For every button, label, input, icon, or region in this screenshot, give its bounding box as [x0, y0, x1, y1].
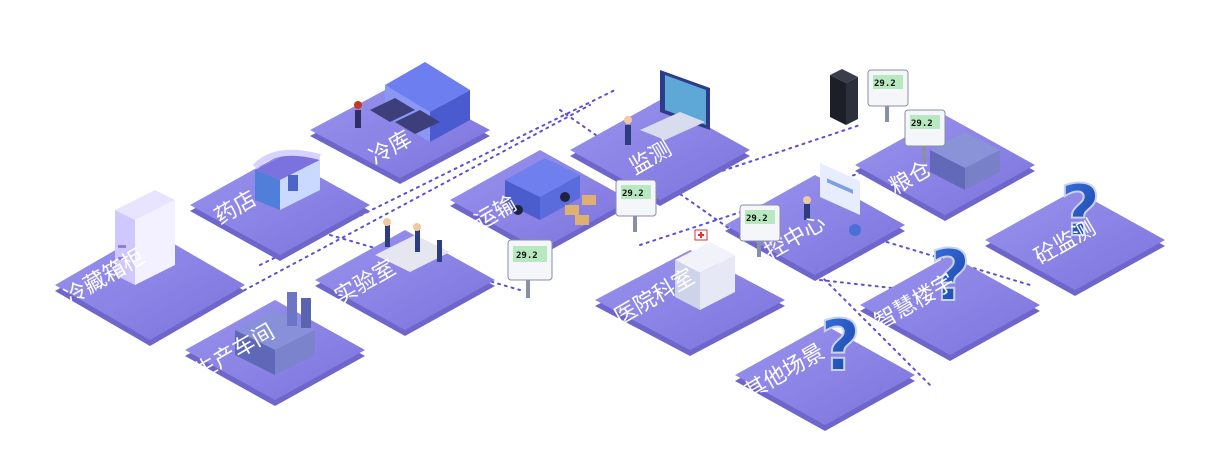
truck-icon — [505, 158, 580, 220]
tile-surface — [315, 230, 495, 330]
question-mark-icon: ? — [930, 235, 971, 317]
monitor-reading: 29.2 — [911, 119, 933, 129]
monitor-reading: 29.2 — [622, 189, 644, 199]
store-icon — [252, 149, 321, 210]
question-mark-icon: ? — [1060, 170, 1101, 252]
tile-cold-warehouse[interactable]: 冷库 — [310, 62, 490, 184]
tile-smart-building[interactable]: ? 智慧楼宇 — [860, 234, 1040, 361]
server-icon — [830, 69, 858, 125]
tile-surface — [860, 255, 1040, 355]
tile-surface — [985, 190, 1165, 290]
monitor-reading: 29.2 — [516, 251, 538, 261]
temperature-monitor: 29.2 — [867, 69, 909, 122]
boxes-icon — [565, 195, 596, 225]
temperature-monitor: 29.2 — [904, 109, 946, 162]
temperature-monitor: 29.2 — [615, 179, 657, 232]
hospital-icon — [675, 229, 735, 310]
temperature-monitor: 29.2 — [507, 239, 553, 298]
tile-other-scenes[interactable]: ? 其他场景 — [735, 304, 915, 431]
tile-concrete-monitoring[interactable]: ? 砼监测 — [985, 169, 1165, 296]
question-mark-icon: ? — [820, 305, 861, 387]
temperature-monitor: 29.2 — [739, 204, 781, 257]
factory-icon — [235, 292, 315, 375]
granary-icon — [930, 132, 1000, 190]
tile-pharmacy[interactable]: 药店 — [190, 149, 370, 261]
warehouse-icon — [370, 62, 470, 142]
tile-production-workshop[interactable]: 生产车间 — [185, 292, 365, 406]
refrigerator-icon — [115, 190, 175, 285]
person-icon — [624, 116, 632, 145]
computer-icon — [640, 70, 710, 140]
monitor-reading: 29.2 — [746, 214, 768, 224]
lab-icon — [375, 218, 450, 272]
tile-transport[interactable]: 运输 — [450, 150, 630, 256]
tile-laboratory[interactable]: 实验室 — [315, 218, 495, 336]
monitor-reading: 29.2 — [874, 79, 896, 89]
tile-hospital-department[interactable]: 医院科室 — [595, 229, 785, 356]
tile-surface — [735, 325, 915, 425]
worker-icon — [354, 101, 362, 128]
tile-granary[interactable]: 粮仓 — [855, 115, 1035, 221]
tile-monitoring[interactable]: 监测 — [570, 70, 750, 206]
tile-surface — [55, 230, 245, 340]
dashboard-icon — [803, 163, 861, 236]
